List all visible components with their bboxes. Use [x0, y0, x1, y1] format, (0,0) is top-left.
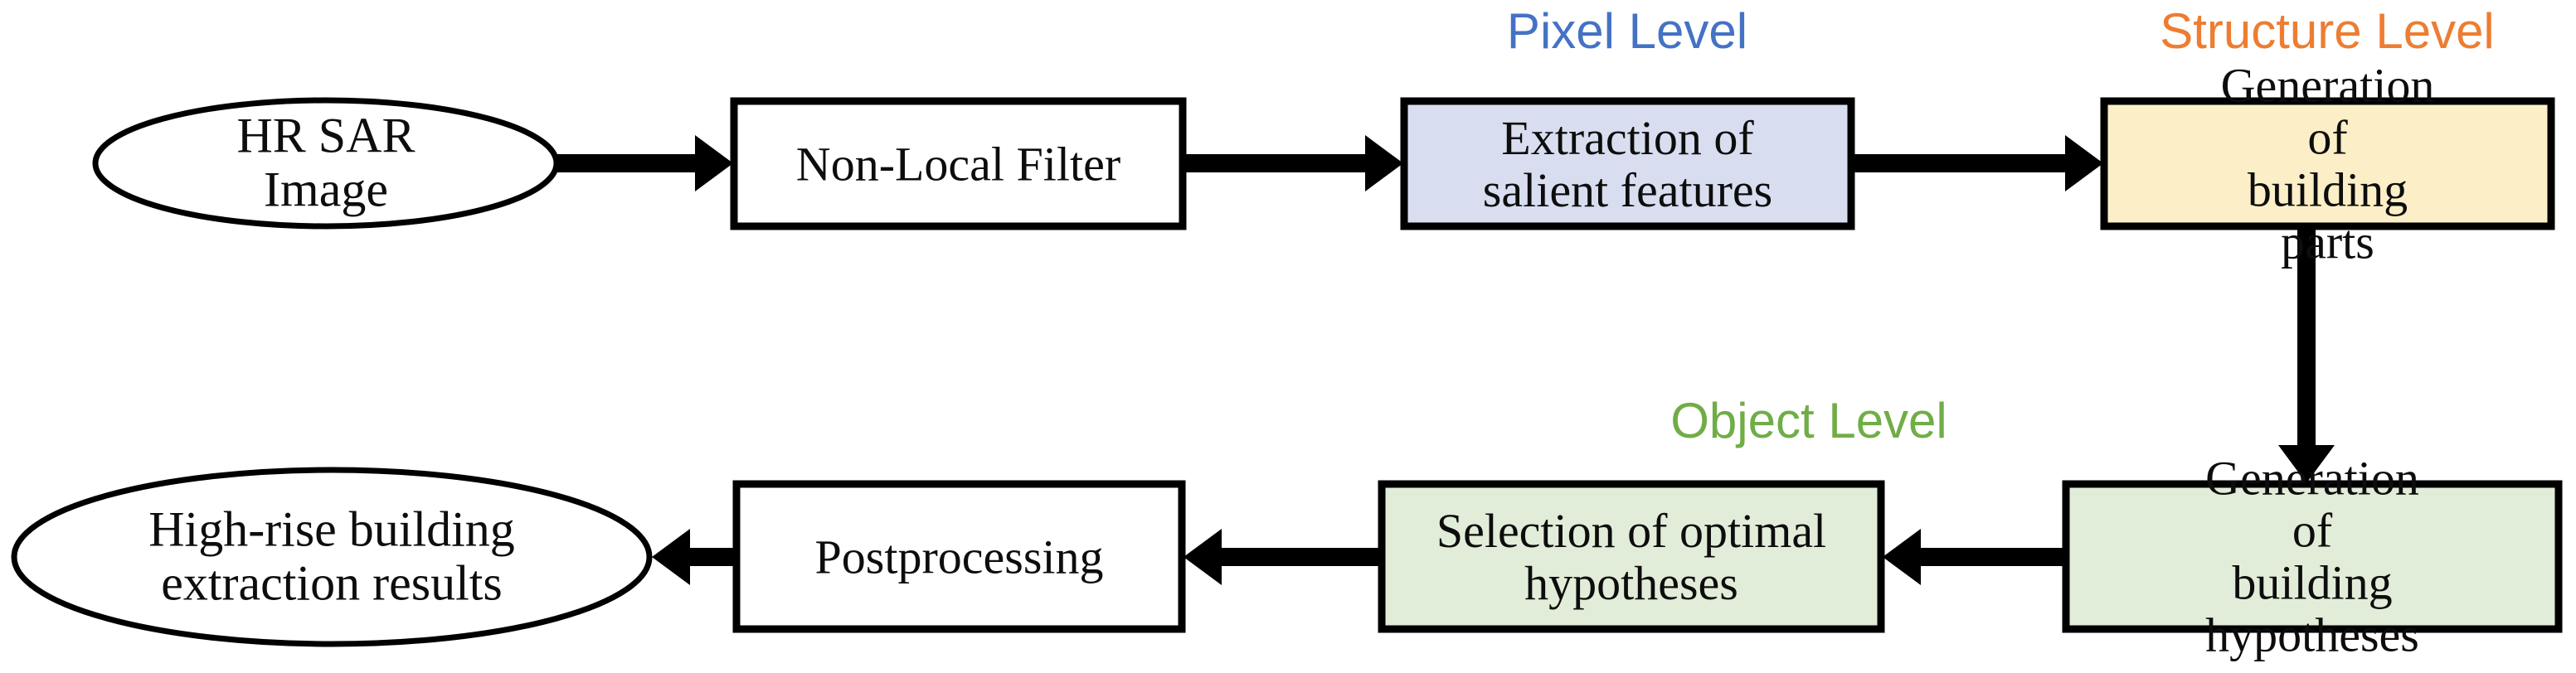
selection-of-optimal-hypotheses-node[interactable]	[1378, 480, 1885, 633]
nodes-layer	[11, 97, 2563, 647]
postprocessing-node[interactable]	[732, 480, 1186, 633]
arrow-filter-to-extraction-head	[1365, 135, 1403, 191]
arrow-postprocessing-to-results-shaft	[690, 548, 736, 566]
generation-of-building-parts-node[interactable]	[2100, 97, 2555, 230]
hr-sar-image-node[interactable]	[92, 97, 560, 230]
arrow-extraction-to-parts-shaft	[1852, 154, 2065, 172]
arrow-extraction-to-parts-head	[2065, 135, 2103, 191]
arrow-postprocessing-to-results[interactable]	[652, 529, 736, 585]
arrow-parts-to-hypotheses[interactable]	[2278, 227, 2335, 483]
structure-level-label: Structure Level	[2160, 3, 2495, 59]
non-local-filter-node[interactable]	[730, 97, 1187, 230]
arrow-parts-to-hypotheses-shaft	[2297, 227, 2316, 445]
arrow-parts-to-hypotheses-head	[2278, 445, 2335, 483]
object-level-label: Object Level	[1670, 393, 1947, 448]
pixel-level-label: Pixel Level	[1506, 3, 1748, 59]
arrow-image-to-filter[interactable]	[557, 135, 733, 191]
arrow-selection-to-postprocessing-shaft	[1222, 548, 1381, 566]
arrow-hypotheses-to-selection[interactable]	[1883, 529, 2065, 585]
arrow-selection-to-postprocessing[interactable]	[1184, 529, 1381, 585]
arrow-selection-to-postprocessing-head	[1184, 529, 1222, 585]
arrow-filter-to-extraction[interactable]	[1184, 135, 1403, 191]
extraction-of-salient-features-node[interactable]	[1400, 97, 1855, 230]
arrow-image-to-filter-shaft	[557, 154, 695, 172]
arrow-extraction-to-parts[interactable]	[1852, 135, 2103, 191]
edges-layer	[557, 135, 2335, 585]
arrow-postprocessing-to-results-head	[652, 529, 690, 585]
arrow-hypotheses-to-selection-shaft	[1921, 548, 2065, 566]
arrow-filter-to-extraction-shaft	[1184, 154, 1365, 172]
high-rise-building-extraction-results-node[interactable]	[11, 467, 653, 647]
arrow-image-to-filter-head	[695, 135, 733, 191]
arrow-hypotheses-to-selection-head	[1883, 529, 1921, 585]
generation-of-building-hypotheses-node[interactable]	[2062, 480, 2563, 633]
